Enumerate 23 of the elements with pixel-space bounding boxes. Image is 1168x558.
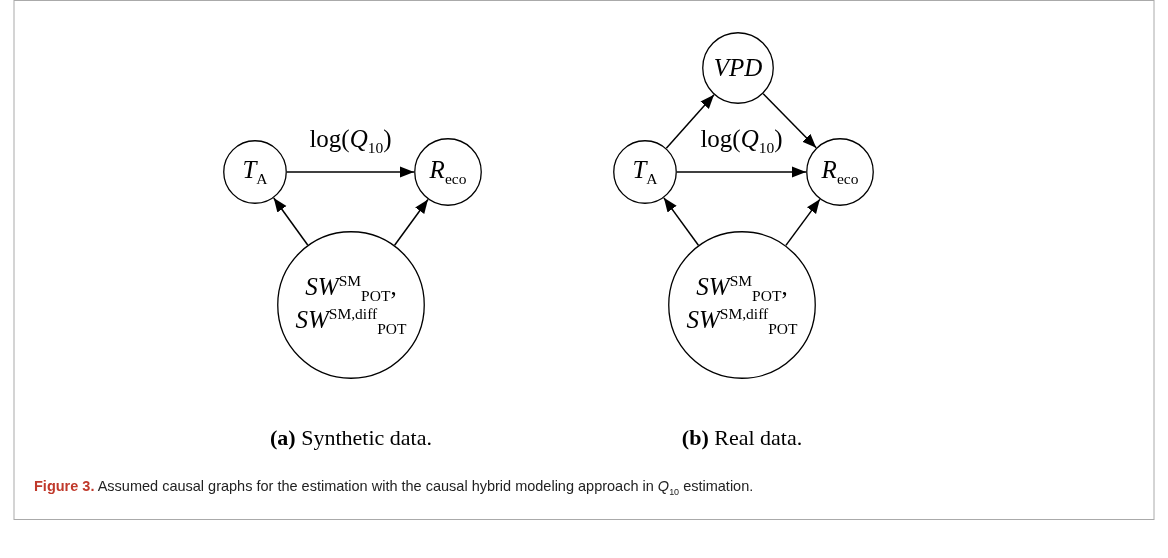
arrow	[665, 94, 715, 149]
variable-label: T$_{A}$	[631, 156, 659, 188]
arrow	[785, 198, 821, 247]
arrow	[393, 198, 429, 246]
arrow	[273, 197, 309, 246]
variable-circle	[613, 140, 677, 204]
variable-label: R$_{eco}$	[820, 156, 860, 188]
variable-label: R$_{eco}$	[428, 156, 468, 188]
subfigure-caption: (b) Real data.	[681, 425, 803, 451]
arrow	[676, 166, 807, 178]
variable-circle	[668, 231, 816, 379]
arrow	[663, 197, 700, 246]
variable-circle	[702, 32, 774, 104]
variable-circle	[414, 138, 482, 206]
variable-label: VPD	[712, 53, 764, 83]
subfigure-caption: (a) Synthetic data.	[270, 425, 432, 451]
arrow	[762, 92, 817, 149]
variable-circle	[223, 140, 287, 204]
arrow	[286, 166, 415, 178]
figure-caption: Figure 3. Assumed causal graphs for the estimation with the causal hybrid modeling approach in Q$_{10}$ estimation.	[34, 478, 755, 497]
variable-label: T$_{A}$	[241, 156, 269, 188]
variable-circle	[806, 138, 874, 206]
variable-circle	[277, 231, 425, 379]
